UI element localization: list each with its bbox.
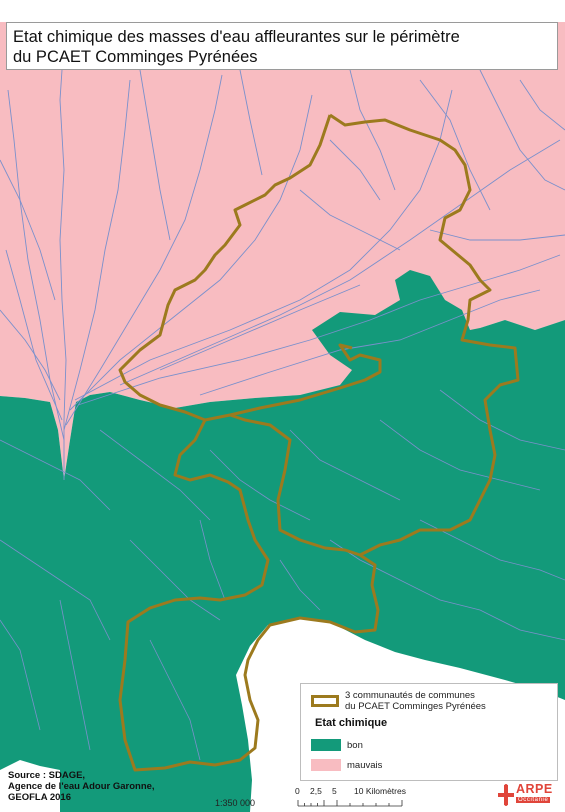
source-credits: Source : SDAGE, Agence de l'eau Adour Ga… (8, 770, 155, 803)
legend-item-mauvais: mauvais (311, 759, 382, 771)
source-line3: GEOFLA 2016 (8, 792, 72, 803)
map-title-line1: Etat chimique des masses d'eau affleuran… (13, 28, 460, 46)
scale-bar-graphic (297, 800, 403, 807)
logo-subtext: Occitanie (516, 797, 551, 803)
legend-swatch-mauvais (311, 759, 341, 771)
legend-swatch-bon (311, 739, 341, 751)
scale-tick-5: 5 (332, 786, 337, 796)
zone-mauvais (0, 22, 565, 480)
scale-tick-0: 0 (295, 786, 300, 796)
legend-item-bon: bon (311, 739, 363, 751)
logo-text: ARPE (516, 782, 553, 796)
legend-boundary-label-line1: 3 communautés de communes (345, 690, 475, 701)
legend-boundary-label-line2: du PCAET Comminges Pyrénées (345, 701, 486, 712)
source-line2: Agence de l'eau Adour Garonne, (8, 781, 155, 792)
legend-label-mauvais: mauvais (347, 759, 383, 771)
pcaet-boundary (118, 113, 520, 772)
legend-label-bon: bon (347, 739, 363, 751)
rivers-south (0, 389, 565, 761)
scale-tick-10: 10 Kilomètres (354, 786, 406, 796)
legend-title: Etat chimique (315, 717, 388, 729)
source-line1: Source : SDAGE, (8, 770, 86, 781)
map-title-line2: du PCAET Comminges Pyrénées (13, 48, 258, 66)
legend-boundary-symbol (311, 695, 339, 707)
scale-bar: 0 2,5 5 10 Kilomètres (290, 786, 420, 810)
rivers (0, 69, 565, 480)
scale-tick-2-5: 2,5 (310, 786, 322, 796)
map-title-box: Etat chimique des masses d'eau affleuran… (6, 22, 558, 70)
legend-boundary: 3 communautés de communes du PCAET Commi… (311, 690, 486, 712)
zone-no-data-left (0, 760, 60, 812)
scale-ratio: 1:350 000 (215, 798, 256, 808)
arpe-logo: ARPE Occitanie (498, 782, 562, 808)
legend: 3 communautés de communes du PCAET Commi… (300, 683, 558, 781)
occitan-cross-icon (498, 784, 514, 806)
legend-boundary-label: 3 communautés de communes du PCAET Commi… (345, 690, 486, 712)
